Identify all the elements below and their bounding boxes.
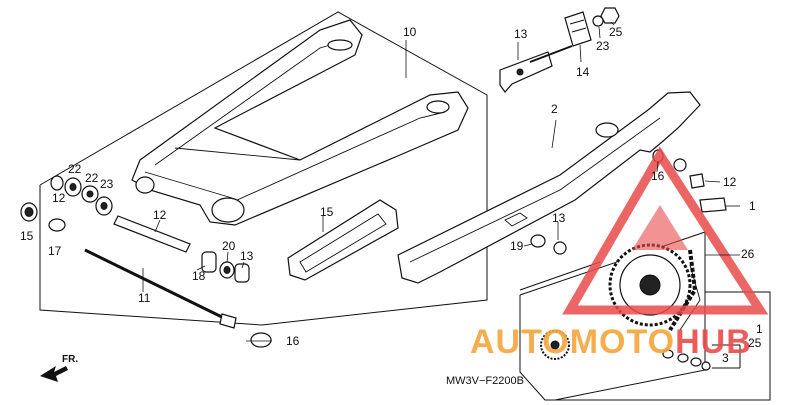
leader-lines — [142, 21, 740, 342]
callout-11: 15 — [320, 205, 334, 219]
caution-label — [699, 197, 727, 213]
nut-and-washer — [592, 7, 620, 27]
front-direction-indicator: FR. — [40, 354, 78, 382]
callout-8: 13 — [240, 249, 254, 263]
rear-sprocket — [608, 243, 701, 331]
cover-fasteners — [530, 149, 705, 255]
callout-23: 23 — [100, 177, 114, 191]
callout-25: 25 — [748, 336, 762, 350]
callout-13b: 16 — [286, 334, 300, 348]
sprocket-group-box — [519, 231, 771, 401]
callout-14: 17 — [48, 244, 62, 258]
svg-text:AUTOMOTOHUB: AUTOMOTOHUB — [470, 323, 752, 361]
diagram-code: MW3V−F2200B — [446, 375, 524, 387]
callout-19: 22 — [68, 162, 82, 176]
watermark-part1: AUTO — [470, 323, 570, 361]
callout-20: 23 — [596, 39, 610, 53]
callout-26: 26 — [741, 247, 755, 261]
callout-18: 20 — [222, 239, 236, 253]
callout-4: 10 — [403, 25, 417, 39]
chain-adjuster-bracket — [499, 45, 573, 93]
callout-17: 18 — [192, 269, 206, 283]
callout-labels: 10 13 14 23 25 2 16 12 1 12 11 15 13 19 … — [20, 25, 763, 365]
callout-12a: 12 — [723, 175, 737, 189]
callout-3: 3 — [722, 351, 729, 365]
master-link — [662, 344, 741, 371]
callout-6: 12 — [153, 208, 167, 222]
swingarm-group-box — [39, 11, 488, 326]
callout-21: 25 — [609, 25, 623, 39]
callout-15: 19 — [510, 239, 524, 253]
pivot-collar — [113, 215, 191, 253]
front-label: FR. — [62, 354, 78, 365]
callout-1a: 1 — [749, 199, 756, 213]
chain-cover — [397, 91, 701, 284]
watermark-logo: AUTOMOTOHUB — [470, 323, 752, 361]
callout-22: 22 — [85, 171, 99, 185]
drive-chain — [540, 249, 698, 360]
right-bearing-cluster — [201, 251, 272, 348]
callout-7: 12 — [52, 191, 66, 205]
callout-2: 2 — [551, 102, 558, 116]
chain-slider — [287, 199, 399, 281]
watermark-part3: HUB — [675, 323, 752, 361]
callout-13a: 15 — [20, 229, 34, 243]
left-bearing-cluster — [20, 175, 113, 232]
callout-10: 14 — [576, 65, 590, 79]
chain-slider-pad — [564, 11, 592, 47]
callout-5: 11 — [138, 291, 151, 305]
callout-9: 13 — [514, 27, 528, 41]
callout-12b: 13 — [552, 211, 566, 225]
callout-1b: 1 — [756, 322, 763, 336]
swingarm — [131, 19, 469, 226]
pivot-bolt — [84, 245, 237, 329]
callout-16: 16 — [651, 169, 665, 183]
watermark-part2: MOTO — [570, 323, 675, 361]
watermark-triangle — [562, 146, 769, 315]
